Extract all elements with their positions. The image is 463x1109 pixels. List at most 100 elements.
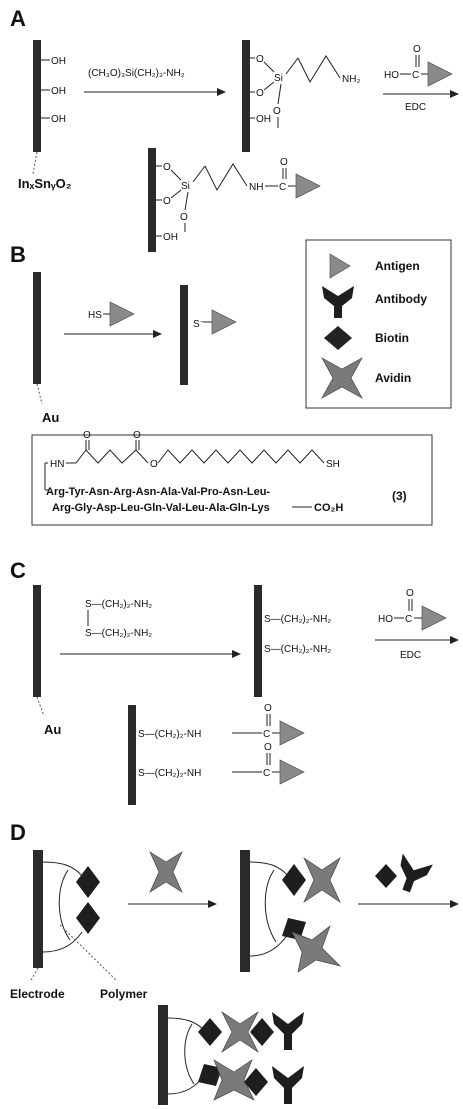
diamond-icon	[244, 1068, 268, 1096]
svg-text:O: O	[273, 106, 281, 117]
electrode-avidin	[240, 850, 250, 972]
silicon-label: Si	[274, 73, 283, 84]
gold-electrode-antigen	[128, 705, 136, 805]
electrode-final	[158, 1005, 168, 1105]
ito-electrode	[33, 40, 41, 152]
legend-antibody: Antibody	[375, 292, 427, 306]
amine-label: NH₂	[342, 74, 360, 85]
diamond-icon	[324, 326, 352, 350]
ito-electrode-silanized	[242, 40, 250, 152]
diamond-icon	[76, 902, 100, 934]
compound-number: (3)	[392, 489, 407, 503]
legend-avidin: Avidin	[375, 371, 411, 385]
carboxyl-label: CO₂H	[314, 502, 343, 514]
panel-b: B Au HS S⁻ Antigen Antibody Biotin Avidi…	[10, 239, 452, 526]
acid-ho-label: HO	[384, 70, 399, 81]
svg-text:C: C	[412, 70, 419, 81]
panel-d: D Electrode Polymer	[10, 820, 459, 1105]
amide-chain-1: S—(CH₂)₂-NH	[138, 729, 201, 740]
svg-text:O: O	[133, 430, 141, 441]
antibody-icon	[322, 286, 354, 318]
diamond-icon	[198, 1018, 222, 1046]
gold-electrode	[33, 585, 41, 697]
gold-electrode-antigen	[180, 285, 188, 385]
peptide-box	[31, 434, 433, 526]
diamond-icon	[198, 1064, 222, 1086]
antigen-icon	[109, 301, 135, 327]
legend-antigen: Antigen	[375, 259, 420, 273]
svg-text:O: O	[264, 703, 272, 714]
hydroxyl-label: OH	[51, 86, 66, 97]
svg-text:O: O	[413, 44, 421, 55]
panel-a: A OH OH OH InₓSnᵧO₂ (CH₃O)₃Si(CH₂)₃-NH₂ …	[10, 6, 459, 252]
panel-a-label: A	[10, 6, 26, 31]
svg-text:O: O	[256, 88, 264, 99]
svg-text:O: O	[280, 157, 288, 168]
legend: Antigen Antibody Biotin Avidin	[305, 239, 452, 409]
panel-c: C Au S—(CH₂)₂-NH₂ S—(CH₂)₂-NH₂ S—(CH₂)₂-…	[10, 558, 459, 805]
gold-electrode-amine	[254, 585, 262, 697]
diamond-icon	[76, 866, 100, 898]
panel-b-label: B	[10, 242, 26, 267]
svg-text:C: C	[279, 182, 286, 193]
thiol-hs-label: HS	[88, 310, 102, 321]
disulfide-line1: S—(CH₂)₂-NH₂	[85, 599, 152, 610]
svg-text:O: O	[83, 430, 91, 441]
antigen-icon	[427, 61, 453, 87]
svg-text:O: O	[163, 162, 171, 173]
acid-ho-label: HO	[378, 614, 393, 625]
svg-text:C: C	[405, 614, 412, 625]
peptide-sequence-line2: Arg-Gly-Asp-Leu-Gln-Val-Leu-Ala-Gln-Lys	[52, 502, 270, 514]
edc-label: EDC	[400, 650, 421, 661]
peptide-structure-box: HN O O O SH Arg-Tyr-Asn-Arg-Asn-Ala-Val-…	[31, 430, 433, 526]
antibody-icon	[272, 1066, 304, 1104]
diamond-icon	[250, 1018, 274, 1046]
svg-text:O: O	[150, 459, 158, 470]
antibody-icon	[400, 853, 433, 893]
star-icon	[291, 924, 342, 973]
thiol-sh-label: SH	[326, 459, 340, 470]
antigen-icon	[279, 759, 305, 785]
electrode	[33, 850, 43, 968]
antigen-icon	[211, 309, 237, 335]
triangle-icon	[329, 253, 351, 279]
ito-electrode-antigen	[148, 148, 156, 252]
star-icon	[321, 357, 363, 399]
panel-c-label: C	[10, 558, 26, 583]
diamond-icon	[282, 918, 306, 940]
panel-d-label: D	[10, 820, 26, 845]
diamond-icon	[282, 864, 306, 896]
star-icon	[149, 851, 183, 893]
svg-text:Si: Si	[181, 181, 190, 192]
legend-biotin: Biotin	[375, 331, 409, 345]
gold-substrate-label: Au	[44, 722, 61, 737]
svg-text:O: O	[180, 212, 188, 223]
svg-text:C: C	[263, 768, 270, 779]
star-icon	[221, 1010, 259, 1054]
svg-text:O: O	[256, 54, 264, 65]
svg-text:C: C	[263, 729, 270, 740]
gold-substrate-label: Au	[42, 410, 59, 425]
electrode-label: Electrode	[10, 987, 65, 1001]
thiolate-label: S⁻	[193, 319, 205, 330]
svg-text:O: O	[163, 196, 171, 207]
amide-chain-2: S—(CH₂)₂-NH	[138, 768, 201, 779]
svg-text:O: O	[264, 742, 272, 753]
peptide-hn-label: HN	[50, 459, 64, 470]
hydroxyl-label: OH	[51, 114, 66, 125]
peptide-sequence-line1: Arg-Tyr-Asn-Arg-Asn-Ala-Val-Pro-Asn-Leu-	[46, 486, 270, 498]
polymer-label: Polymer	[100, 987, 148, 1001]
amine-chain-1: S—(CH₂)₂-NH₂	[264, 614, 331, 625]
gold-electrode	[33, 272, 41, 384]
silane-reagent: (CH₃O)₃Si(CH₂)₃-NH₂	[88, 68, 185, 79]
antibody-icon	[272, 1012, 304, 1050]
hydroxyl-label: OH	[163, 232, 178, 243]
disulfide-line2: S—(CH₂)₂-NH₂	[85, 628, 152, 639]
star-icon	[303, 857, 341, 903]
star-icon	[213, 1059, 255, 1101]
antigen-icon	[421, 605, 447, 631]
diamond-icon	[375, 864, 397, 888]
edc-label: EDC	[405, 102, 426, 113]
svg-text:O: O	[406, 588, 414, 599]
